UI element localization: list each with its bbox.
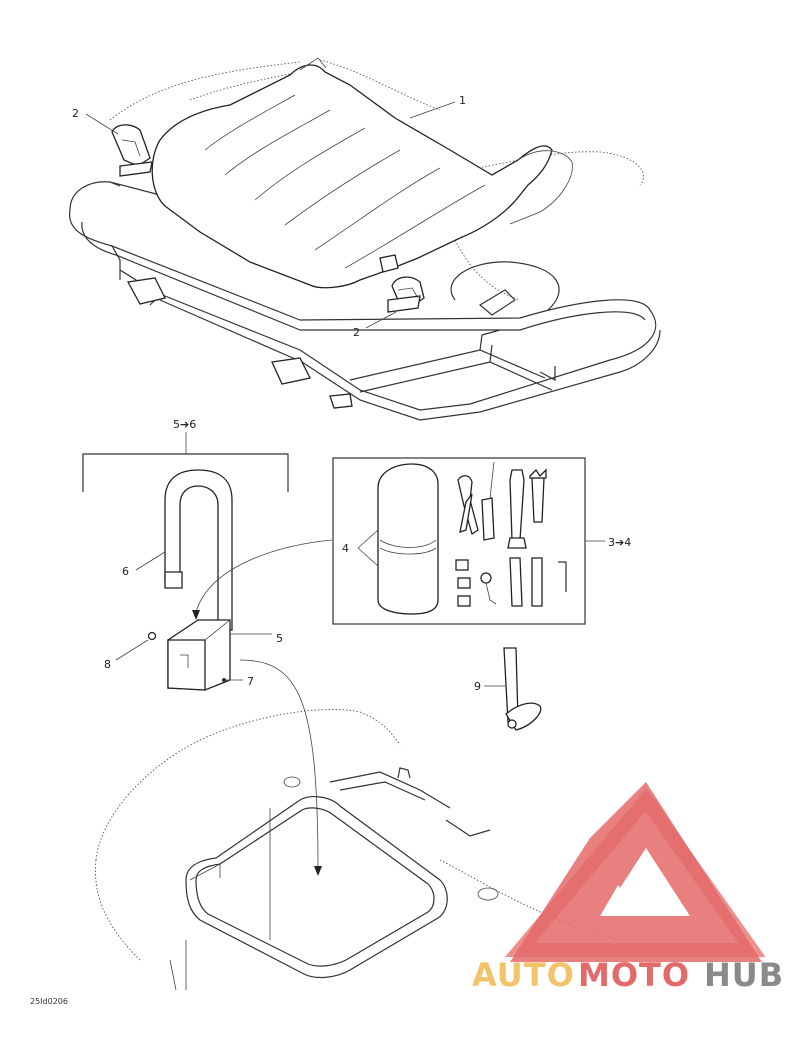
callout-spark-plug-wrench: 9	[474, 680, 481, 693]
pliers	[457, 475, 479, 536]
callout-clip-bottom: 2	[353, 326, 360, 339]
spark-plug-wrench	[503, 647, 542, 731]
callout-tool-bag: 4	[342, 542, 349, 555]
screwdriver	[481, 461, 495, 541]
leader-clip-bottom	[365, 311, 397, 329]
callout-strap: 6	[122, 565, 129, 578]
tool-bag	[377, 463, 439, 615]
leader-clip-top	[85, 113, 119, 135]
callout-nut: 8	[104, 658, 111, 671]
range-bracket-5-6	[82, 453, 289, 492]
watermark-moto: MOTO	[578, 956, 690, 994]
leader-tool-bag	[357, 529, 379, 567]
wrench-1	[507, 469, 527, 549]
bulb-tester	[480, 572, 497, 605]
fuses	[455, 559, 471, 607]
callout-screw: 7	[247, 675, 254, 688]
callout-range-3-4: 3➔4	[608, 536, 631, 549]
seat-clip-top	[111, 124, 153, 177]
leader-seat	[409, 101, 456, 119]
leader-strap	[135, 551, 166, 571]
arrow-bag-to-bracket	[195, 539, 333, 613]
nut	[147, 631, 157, 641]
watermark-auto: AUTO	[472, 956, 575, 994]
leader-nut	[115, 639, 149, 661]
callout-bracket: 5	[276, 632, 283, 645]
callout-range-5-6: 5➔6	[173, 418, 196, 431]
watermark-hub: HUB	[704, 956, 784, 994]
diagram-reference-code: 25Id0206	[30, 997, 68, 1006]
seat-clip-bottom	[387, 276, 425, 313]
callout-clip-top: 2	[72, 107, 79, 120]
arrow-bracket-to-storage	[239, 659, 319, 871]
watermark-triangle	[510, 782, 762, 962]
automotohub-watermark: AUTO MOTO HUB	[472, 782, 784, 994]
allen-key	[558, 561, 567, 592]
socket-handle	[531, 557, 543, 607]
callout-seat: 1	[459, 94, 466, 107]
tool-bracket	[167, 619, 231, 691]
socket-wrench	[509, 557, 523, 607]
wrench-2	[529, 468, 547, 523]
seat	[151, 57, 573, 289]
screw	[222, 678, 226, 682]
frame-assembly	[69, 59, 661, 421]
